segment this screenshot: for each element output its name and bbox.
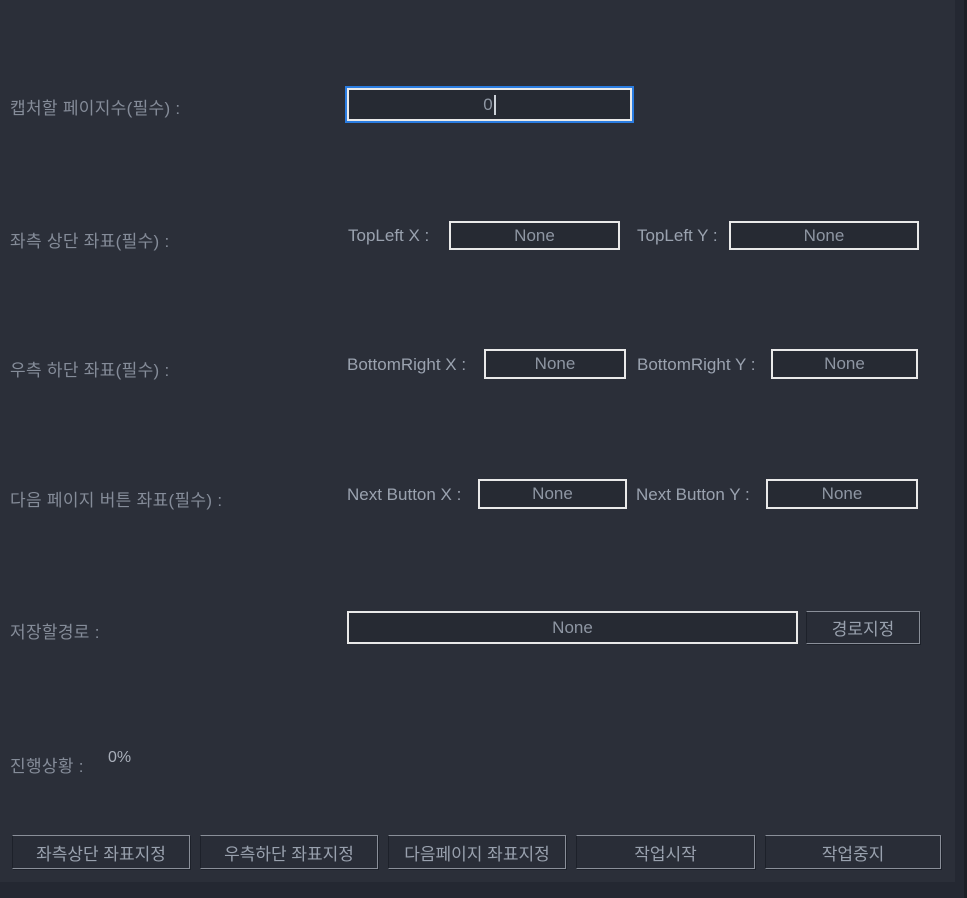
savepath-input[interactable]: None xyxy=(347,611,798,644)
bottomright-x-input[interactable]: None xyxy=(484,349,626,379)
window-bottom-edge xyxy=(0,882,967,898)
topleft-y-input[interactable]: None xyxy=(729,221,919,250)
nextbutton-y-input[interactable]: None xyxy=(766,479,918,509)
bottomright-x-label: BottomRight X : xyxy=(347,355,467,374)
nextbutton-y-label: Next Button Y : xyxy=(636,485,750,504)
progress-label: 진행상황 : xyxy=(10,757,84,776)
pages-input[interactable]: 0 xyxy=(345,86,634,123)
text-caret xyxy=(493,94,496,115)
topleft-x-input[interactable]: None xyxy=(449,221,620,250)
set-nextpage-button[interactable]: 다음페이지 좌표지정 xyxy=(388,835,566,869)
start-job-button[interactable]: 작업시작 xyxy=(576,835,755,869)
savepath-label: 저장할경로 : xyxy=(10,623,100,642)
nextbutton-x-input[interactable]: None xyxy=(478,479,627,509)
set-path-button[interactable]: 경로지정 xyxy=(806,611,920,644)
set-topleft-button[interactable]: 좌측상단 좌표지정 xyxy=(12,835,190,869)
nextbutton-x-label: Next Button X : xyxy=(347,485,462,504)
bottomright-y-label: BottomRight Y : xyxy=(637,355,756,374)
topleft-label: 좌측 상단 좌표(필수) : xyxy=(10,232,170,251)
bottomright-y-input[interactable]: None xyxy=(771,349,918,379)
set-bottomright-button[interactable]: 우측하단 좌표지정 xyxy=(200,835,378,869)
topleft-x-label: TopLeft X : xyxy=(348,226,430,245)
nextbutton-label: 다음 페이지 버튼 좌표(필수) : xyxy=(10,491,223,510)
pages-input-value: 0 xyxy=(483,94,493,114)
pages-label: 캡처할 페이지수(필수) : xyxy=(10,99,181,118)
progress-value: 0% xyxy=(108,749,132,766)
stop-job-button[interactable]: 작업중지 xyxy=(765,835,941,869)
window-right-edge xyxy=(955,0,967,898)
topleft-y-label: TopLeft Y : xyxy=(637,226,718,245)
bottomright-label: 우측 하단 좌표(필수) : xyxy=(10,361,170,380)
